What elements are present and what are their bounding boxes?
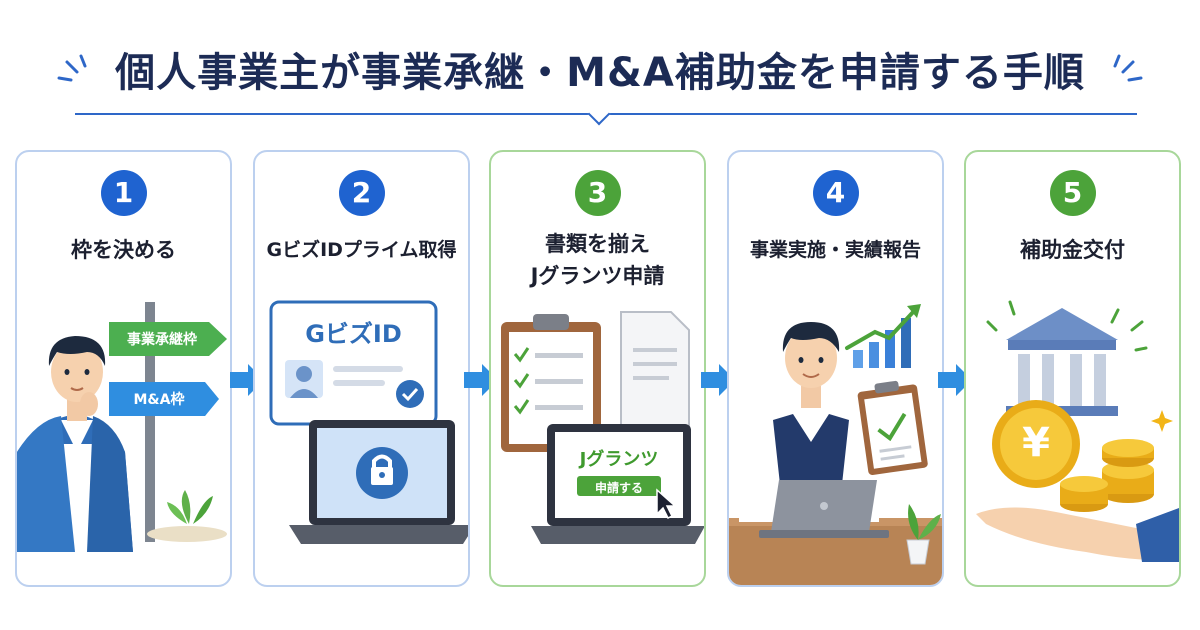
step-title: 枠を決める	[71, 238, 176, 262]
sparkle-right-icon	[1113, 54, 1143, 82]
step-title: 事業実施・実績報告	[749, 239, 921, 261]
arrow-right-icon	[938, 364, 972, 396]
worker-report-illustration	[729, 304, 942, 585]
step-card-3: 3 書類を揃え Jグランツ申請 Jグランツ 申請する	[489, 150, 706, 587]
step-title: 書類を揃え Jグランツ申請	[491, 228, 704, 292]
step-number-badge: 3	[574, 170, 621, 216]
step-title: 補助金交付	[1020, 238, 1125, 262]
step-title: GビズIDプライム取得	[266, 239, 457, 261]
yen-coin-symbol: ¥	[1022, 420, 1050, 466]
step-card-1: 1 枠を決める 事業承継枠 M&A枠	[15, 150, 232, 587]
page-title: 個人事業主が事業承継・M&A補助金を申請する手順	[115, 50, 1085, 96]
step-number-badge: 4	[812, 170, 859, 216]
arrow-right-icon	[701, 364, 735, 396]
gbizid-laptop-illustration	[269, 300, 468, 544]
step-number-badge: 5	[1049, 170, 1096, 216]
bank-coins-hand-illustration	[976, 300, 1179, 562]
step-card-5: 5 補助金交付 ¥	[964, 150, 1181, 587]
sign-business-succession: 事業承継枠	[127, 332, 197, 348]
documents-jgrants-illustration	[501, 311, 704, 544]
step-card-2: 2 GビズIDプライム取得 GビズID	[253, 150, 470, 587]
person-signpost-illustration	[17, 302, 227, 552]
step-number-badge: 1	[100, 170, 147, 216]
apply-button[interactable]: 申請する	[594, 481, 643, 495]
title-underline-notch	[587, 102, 611, 126]
sign-ma: M&A枠	[133, 392, 185, 408]
step-title-line2: Jグランツ申請	[530, 264, 665, 288]
gbizid-card-label: GビズID	[305, 320, 402, 348]
step-number-badge: 2	[338, 170, 385, 216]
step-card-4: 4 事業実施・実績報告	[727, 150, 944, 587]
jgrants-screen-label: Jグランツ	[579, 449, 659, 470]
sparkle-left-icon	[57, 54, 87, 82]
step-title-line1: 書類を揃え	[545, 232, 650, 256]
